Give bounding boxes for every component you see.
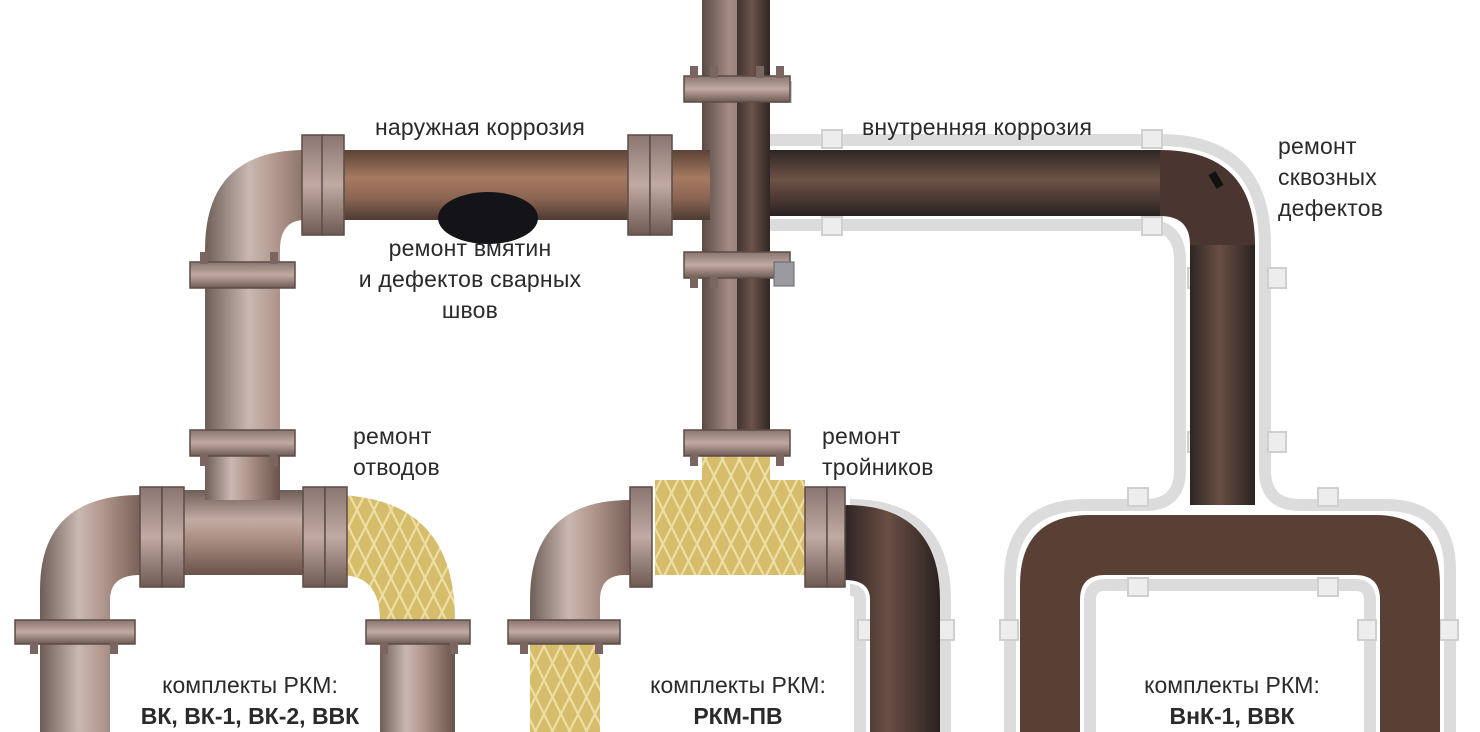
label-external-corrosion: наружная коррозия [375, 114, 585, 140]
kit-codes: ВК, ВК-1, ВК-2, ВВК [140, 703, 360, 729]
kit-title: комплекты РКМ: [1144, 672, 1320, 698]
internal-casing [760, 134, 1456, 732]
label-internal-corrosion: внутренняя коррозия [862, 114, 1093, 140]
kit-codes: ВнК-1, ВВК [1169, 703, 1295, 729]
kit-caption-left: комплекты РКМ: ВК, ВК-1, ВК-2, ВВК [120, 670, 380, 732]
dent-defect [438, 192, 538, 244]
flange-bolts [30, 66, 784, 654]
kit-caption-right: комплекты РКМ: ВнК-1, ВВК [1102, 670, 1362, 732]
label-dents-welds: ремонт вмятин и дефектов сварных швов [358, 235, 582, 323]
bend-composite-wrap [340, 495, 455, 620]
label-through-defects: ремонт сквозных дефектов [1278, 133, 1384, 221]
sensor-block [773, 261, 795, 287]
flanges [14, 75, 846, 645]
kit-codes: РКМ-ПВ [693, 703, 783, 729]
tee-composite-wrap [655, 480, 805, 575]
internal-corrosion-pipe [770, 150, 1160, 216]
kit-title: комплекты РКМ: [162, 672, 338, 698]
through-defect-mark [1208, 171, 1224, 189]
label-bends: ремонт отводов [353, 423, 440, 480]
kit-caption-middle: комплекты РКМ: РКМ-ПВ [608, 670, 868, 732]
label-tees: ремонт тройников [822, 423, 934, 480]
kit-title: комплекты РКМ: [650, 672, 826, 698]
